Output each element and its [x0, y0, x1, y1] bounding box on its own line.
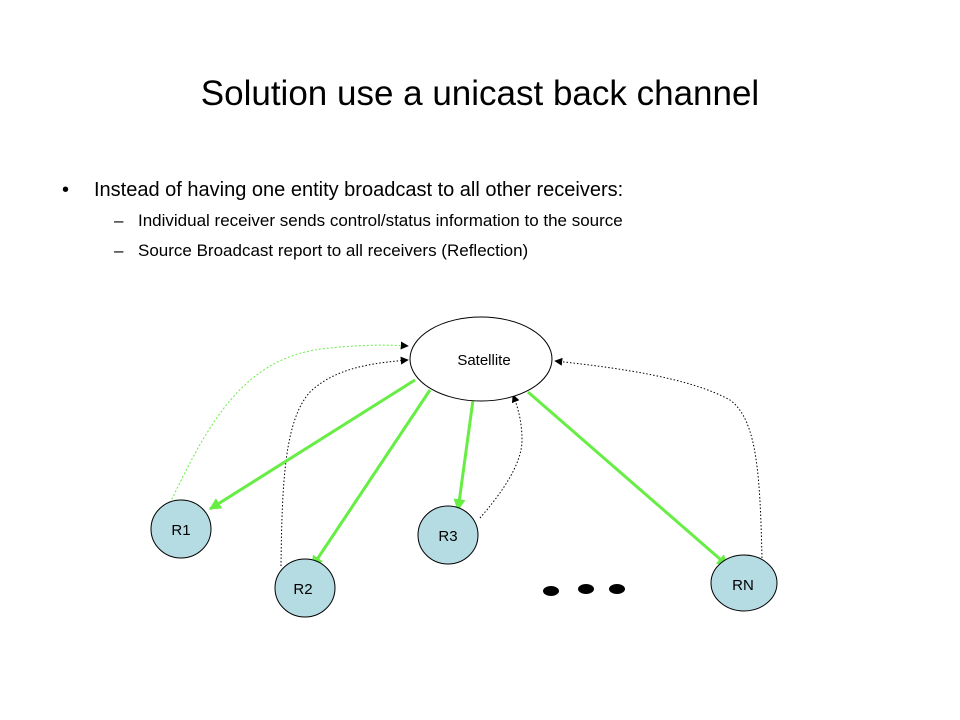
- receiver-node-r2: R2: [274, 558, 336, 618]
- back-channel-r3: [479, 394, 523, 519]
- broadcast-arrow-r3: [453, 399, 475, 512]
- sub-bullet-text: Individual receiver sends control/status…: [138, 211, 623, 230]
- satellite-node: Satellite: [409, 316, 553, 402]
- receiver-node-rn: RN: [710, 554, 778, 612]
- broadcast-arrow-r2: [310, 389, 432, 568]
- sub-bullet-1: –Individual receiver sends control/statu…: [114, 210, 623, 232]
- sub-bullet-marker: –: [114, 211, 124, 230]
- sub-bullet-text: Source Broadcast report to all receivers…: [138, 241, 529, 260]
- receiver-node-r1: R1: [150, 499, 212, 559]
- receiver-label: R2: [293, 581, 312, 598]
- satellite-label: Satellite: [457, 352, 510, 369]
- back-channel-r2: [280, 356, 409, 567]
- sub-bullet-2: –Source Broadcast report to all receiver…: [114, 240, 528, 262]
- main-bullet: • Instead of having one entity broadcast …: [62, 177, 623, 203]
- broadcast-arrow-rn: [527, 390, 729, 568]
- receiver-label: R1: [171, 522, 190, 539]
- main-bullet-text: Instead of having one entity broadcast t…: [94, 179, 624, 201]
- slide-title: Solution use a unicast back channel: [200, 74, 760, 113]
- sub-bullet-marker: –: [114, 241, 124, 260]
- broadcast-arrow-r1: [208, 378, 416, 511]
- back-channel-r1: [169, 341, 409, 504]
- receiver-label: RN: [732, 577, 754, 594]
- back-channel-rn: [554, 357, 763, 559]
- ellipsis-dots: [543, 584, 625, 596]
- receiver-node-r3: R3: [417, 505, 479, 565]
- receiver-label: R3: [438, 528, 457, 545]
- bullet-marker: •: [62, 179, 70, 201]
